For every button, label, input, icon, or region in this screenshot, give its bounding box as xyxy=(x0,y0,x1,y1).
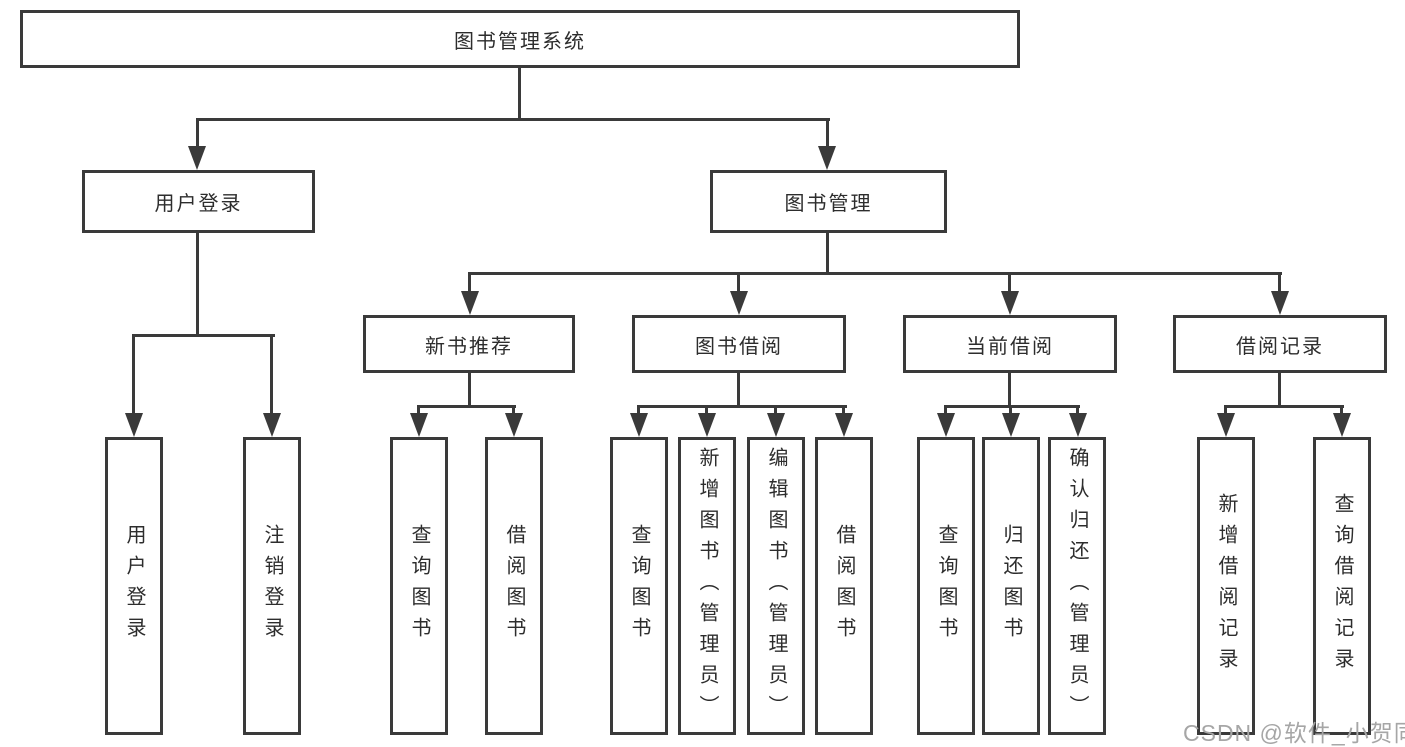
leaf-logout: 注销登录 xyxy=(243,437,301,735)
connector-line xyxy=(1008,373,1011,408)
connector-line xyxy=(196,118,830,121)
node-borrowing-records: 借阅记录 xyxy=(1173,315,1387,373)
connector-line xyxy=(637,405,847,408)
arrowhead-down-icon xyxy=(505,413,523,437)
leaf-query-borrow-record: 查询借阅记录 xyxy=(1313,437,1371,735)
leaf-user-login: 用户登录 xyxy=(105,437,163,735)
connector-line xyxy=(196,121,199,149)
csdn-watermark: CSDN @软件_小贺同学 xyxy=(1183,720,1405,746)
leaf-query-books-current: 查询图书 xyxy=(917,437,975,735)
connector-line xyxy=(737,275,740,293)
leaf-confirm-return-admin: 确认归还（管理员） xyxy=(1048,437,1106,735)
leaf-label: 新增图书（管理员） xyxy=(696,446,718,726)
arrowhead-down-icon xyxy=(410,413,428,437)
leaf-label: 归还图书 xyxy=(1000,524,1022,648)
node-book-management-label: 图书管理 xyxy=(784,193,873,215)
arrowhead-down-icon xyxy=(818,146,836,170)
connector-line xyxy=(417,405,516,408)
connector-line xyxy=(417,408,420,415)
connector-line xyxy=(842,408,845,415)
connector-line xyxy=(518,68,521,121)
leaf-label: 借阅图书 xyxy=(503,524,525,648)
arrowhead-down-icon xyxy=(767,413,785,437)
connector-line xyxy=(1224,405,1344,408)
connector-line xyxy=(737,373,740,408)
arrowhead-down-icon xyxy=(188,146,206,170)
leaf-label: 新增借阅记录 xyxy=(1215,493,1237,679)
arrowhead-down-icon xyxy=(125,413,143,437)
connector-line xyxy=(468,275,471,293)
node-root-label: 图书管理系统 xyxy=(454,30,586,53)
node-user-login-label: 用户登录 xyxy=(154,193,243,215)
leaf-label: 查询图书 xyxy=(628,524,650,648)
leaf-add-books-admin: 新增图书（管理员） xyxy=(678,437,736,735)
node-book-management: 图书管理 xyxy=(710,170,947,233)
connector-line xyxy=(774,408,777,415)
node-new-book-recommend: 新书推荐 xyxy=(363,315,575,373)
node-user-login: 用户登录 xyxy=(82,170,315,233)
connector-line xyxy=(132,337,135,414)
arrowhead-down-icon xyxy=(1333,413,1351,437)
leaf-label: 确认归还（管理员） xyxy=(1066,446,1088,726)
leaf-add-borrow-record: 新增借阅记录 xyxy=(1197,437,1255,735)
arrowhead-down-icon xyxy=(630,413,648,437)
leaf-query-books-borrowing: 查询图书 xyxy=(610,437,668,735)
leaf-label: 借阅图书 xyxy=(833,524,855,648)
connector-line xyxy=(637,408,640,415)
node-new-book-recommend-label: 新书推荐 xyxy=(425,335,513,358)
arrowhead-down-icon xyxy=(1271,291,1289,315)
leaf-label: 查询图书 xyxy=(935,524,957,648)
arrowhead-down-icon xyxy=(1217,413,1235,437)
connector-line xyxy=(132,334,275,337)
arrowhead-down-icon xyxy=(1002,413,1020,437)
leaf-label: 编辑图书（管理员） xyxy=(765,446,787,726)
arrowhead-down-icon xyxy=(263,413,281,437)
node-current-borrowing: 当前借阅 xyxy=(903,315,1117,373)
leaf-edit-books-admin: 编辑图书（管理员） xyxy=(747,437,805,735)
node-current-borrowing-label: 当前借阅 xyxy=(966,335,1054,358)
connector-line xyxy=(1076,408,1079,415)
arrowhead-down-icon xyxy=(1069,413,1087,437)
connector-line xyxy=(1278,275,1281,293)
connector-line xyxy=(512,408,515,415)
node-book-borrowing: 图书借阅 xyxy=(632,315,846,373)
connector-line xyxy=(705,408,708,415)
connector-line xyxy=(1340,408,1343,415)
connector-line xyxy=(944,405,1080,408)
connector-line xyxy=(1224,408,1227,415)
leaf-return-books: 归还图书 xyxy=(982,437,1040,735)
connector-line xyxy=(1009,408,1012,415)
connector-line xyxy=(1008,275,1011,293)
leaf-label: 注销登录 xyxy=(261,524,283,648)
leaf-label: 用户登录 xyxy=(123,524,145,648)
arrowhead-down-icon xyxy=(461,291,479,315)
leaf-borrow-books: 借阅图书 xyxy=(815,437,873,735)
arrowhead-down-icon xyxy=(835,413,853,437)
leaf-label: 查询图书 xyxy=(408,524,430,648)
leaf-query-books-recommend: 查询图书 xyxy=(390,437,448,735)
connector-line xyxy=(468,373,471,408)
leaf-label: 查询借阅记录 xyxy=(1331,493,1353,679)
connector-line xyxy=(944,408,947,415)
connector-line xyxy=(826,233,829,275)
node-root: 图书管理系统 xyxy=(20,10,1020,68)
connector-line xyxy=(826,121,829,149)
connector-line xyxy=(196,233,199,337)
arrowhead-down-icon xyxy=(937,413,955,437)
arrowhead-down-icon xyxy=(1001,291,1019,315)
node-book-borrowing-label: 图书借阅 xyxy=(695,335,783,358)
arrowhead-down-icon xyxy=(698,413,716,437)
arrowhead-down-icon xyxy=(730,291,748,315)
leaf-borrow-books-recommend: 借阅图书 xyxy=(485,437,543,735)
connector-line xyxy=(270,337,273,414)
node-borrowing-records-label: 借阅记录 xyxy=(1236,335,1324,358)
connector-line xyxy=(1278,373,1281,408)
connector-line xyxy=(468,272,1282,275)
